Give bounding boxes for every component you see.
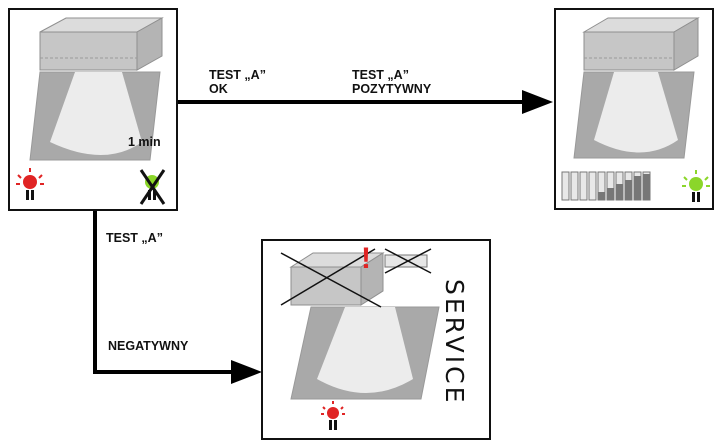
detector-box bbox=[582, 17, 700, 71]
arrowhead-service bbox=[231, 360, 262, 384]
timer-label: 1 min bbox=[128, 135, 161, 149]
alert-icon: ! bbox=[361, 242, 371, 275]
positive-panel bbox=[554, 8, 714, 210]
start-panel: 1 min bbox=[8, 8, 178, 211]
positive-label-line2: POZYTYWNY bbox=[352, 82, 432, 96]
detection-beam bbox=[317, 307, 413, 393]
detection-beam bbox=[50, 72, 142, 155]
ok-label-line2: OK bbox=[209, 82, 228, 96]
sensor-module-crossed bbox=[384, 248, 432, 274]
green-led-icon bbox=[682, 170, 710, 202]
positive-transition-label: TEST „A” POZYTYWNY bbox=[352, 68, 431, 96]
positive-label-line1: TEST „A” bbox=[352, 68, 409, 82]
green-led-crossed-icon bbox=[139, 169, 166, 205]
negative-test-label: TEST „A” bbox=[106, 231, 163, 245]
detection-beam bbox=[594, 72, 678, 153]
detector-box-crossed bbox=[280, 248, 385, 308]
negative-result-label: NEGATYWNY bbox=[108, 339, 189, 353]
detector-box bbox=[39, 17, 164, 71]
signal-level-bars bbox=[561, 171, 651, 201]
ok-label-line1: TEST „A” bbox=[209, 68, 266, 82]
arrow-negative bbox=[93, 210, 236, 374]
service-label: SERVICE bbox=[440, 279, 469, 406]
service-panel: ! SERVICE bbox=[261, 239, 491, 440]
red-led-icon bbox=[16, 168, 44, 200]
ok-transition-label: TEST „A” OK bbox=[209, 68, 266, 96]
arrowhead-positive bbox=[522, 90, 553, 114]
red-led-icon bbox=[321, 401, 345, 430]
